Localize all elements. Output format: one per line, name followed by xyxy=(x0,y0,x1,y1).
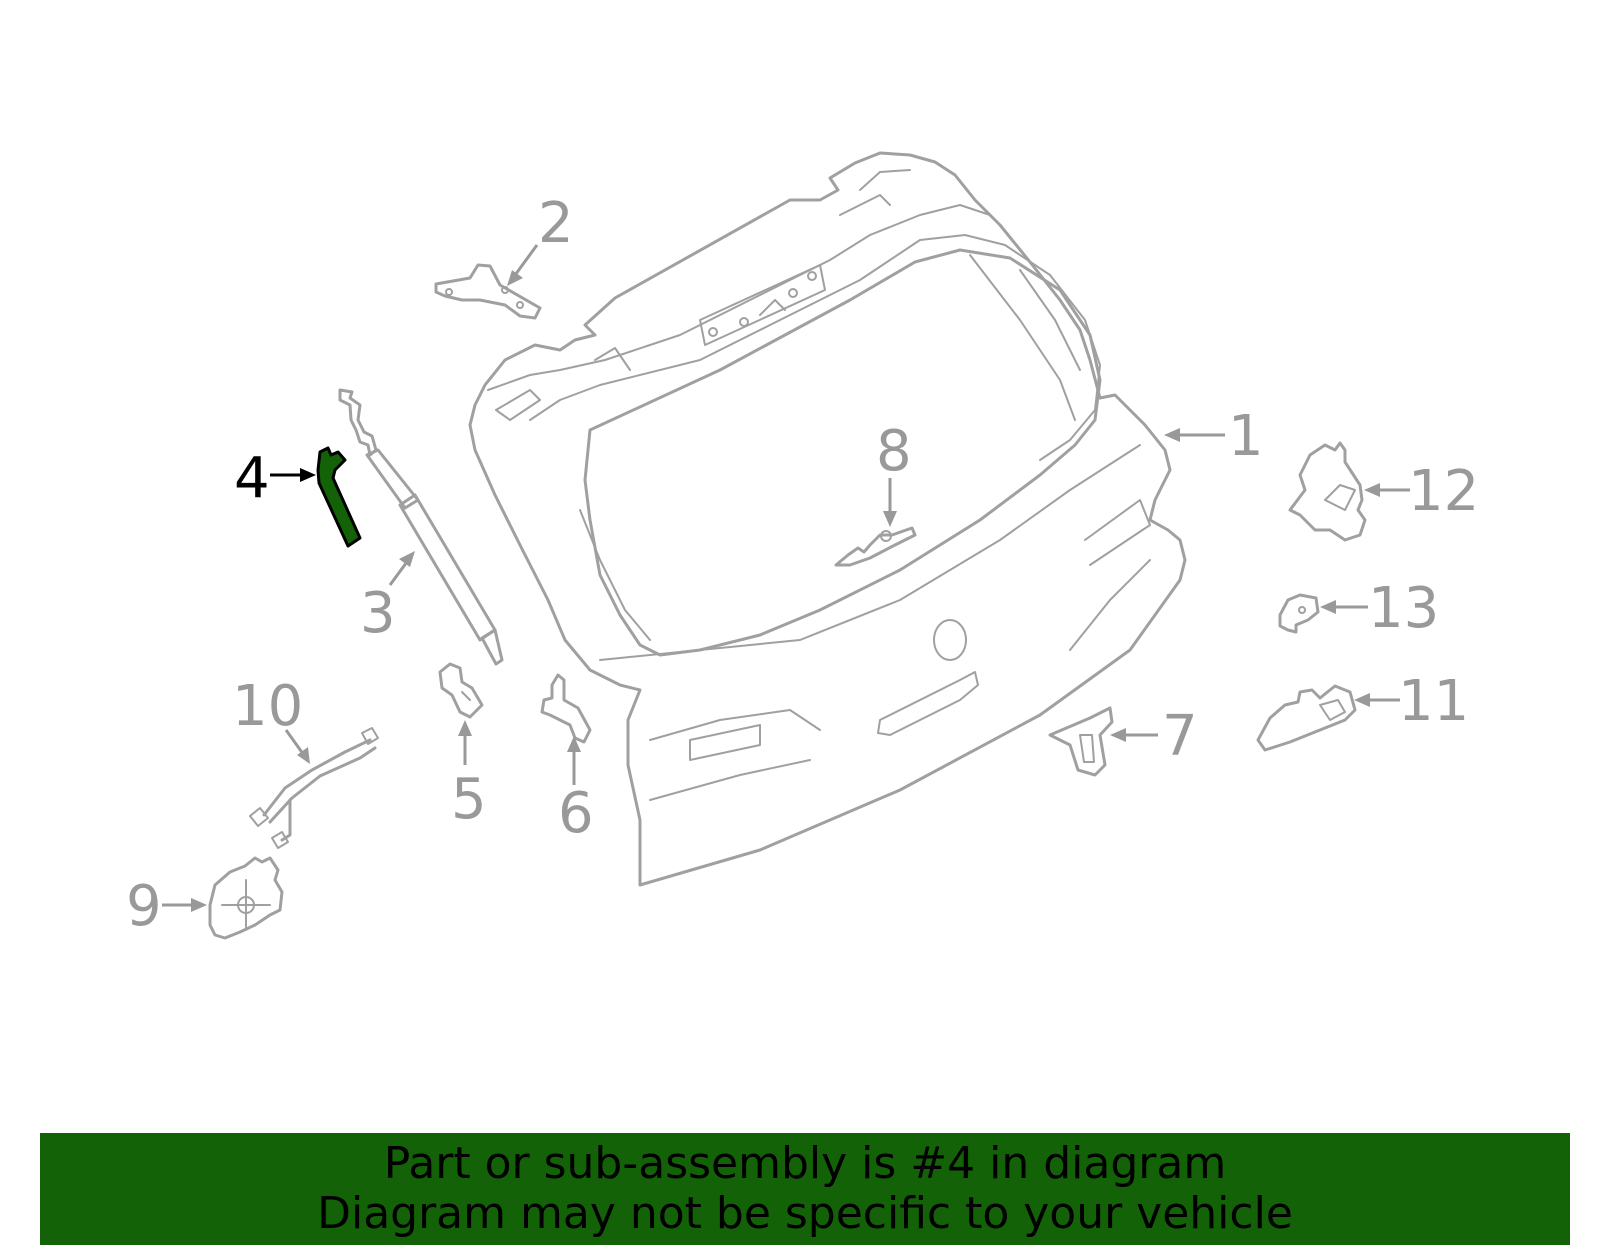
leader-line-2 xyxy=(507,244,539,286)
part-12-actuator[interactable] xyxy=(1288,441,1367,542)
part-8-bracket[interactable] xyxy=(834,526,917,567)
part-1-liftgate[interactable] xyxy=(468,151,1187,887)
callout-6[interactable]: 6 xyxy=(558,781,594,846)
callout-9[interactable]: 9 xyxy=(126,874,162,939)
part-10-harness[interactable] xyxy=(249,727,379,849)
part-6-bracket[interactable] xyxy=(540,673,592,744)
leader-line-8 xyxy=(883,478,897,527)
leader-line-5 xyxy=(458,720,472,765)
banner-part-line: Part or sub-assembly is #4 in diagram xyxy=(383,1138,1227,1189)
part-3-lift-support[interactable] xyxy=(338,388,504,666)
callout-10[interactable]: 10 xyxy=(232,674,303,739)
part-2-hinge[interactable] xyxy=(434,263,542,320)
callout-8[interactable]: 8 xyxy=(876,419,912,484)
leader-line-7 xyxy=(1110,728,1158,742)
part-9-motor[interactable] xyxy=(208,856,284,940)
part-7-guide[interactable] xyxy=(1048,706,1114,777)
leader-line-11 xyxy=(1354,693,1400,707)
part-13-clip[interactable] xyxy=(1278,593,1320,634)
leader-line-1 xyxy=(1164,428,1225,442)
callout-5[interactable]: 5 xyxy=(451,767,487,832)
callout-3[interactable]: 3 xyxy=(360,581,396,646)
leader-line-6 xyxy=(567,736,581,785)
part-4-bracket[interactable] xyxy=(316,446,362,548)
callout-2[interactable]: 2 xyxy=(538,191,574,256)
callout-11[interactable]: 11 xyxy=(1398,669,1469,734)
part-5-clip[interactable] xyxy=(438,662,484,719)
leader-line-4 xyxy=(270,468,316,482)
leader-line-9 xyxy=(162,898,207,912)
callout-13[interactable]: 13 xyxy=(1368,576,1439,641)
leader-line-12 xyxy=(1364,483,1410,497)
leader-line-13 xyxy=(1320,600,1368,614)
leader-line-3 xyxy=(388,551,415,586)
callout-4[interactable]: 4 xyxy=(234,446,270,511)
leader-line-10 xyxy=(284,729,310,764)
banner-disclaimer-line: Diagram may not be specific to your vehi… xyxy=(317,1188,1293,1239)
info-banner: Part or sub-assembly is #4 in diagram Di… xyxy=(40,1133,1570,1245)
callout-7[interactable]: 7 xyxy=(1162,704,1198,769)
callout-12[interactable]: 12 xyxy=(1408,459,1479,524)
callout-1[interactable]: 1 xyxy=(1228,404,1264,469)
part-11-latch[interactable] xyxy=(1256,684,1357,752)
